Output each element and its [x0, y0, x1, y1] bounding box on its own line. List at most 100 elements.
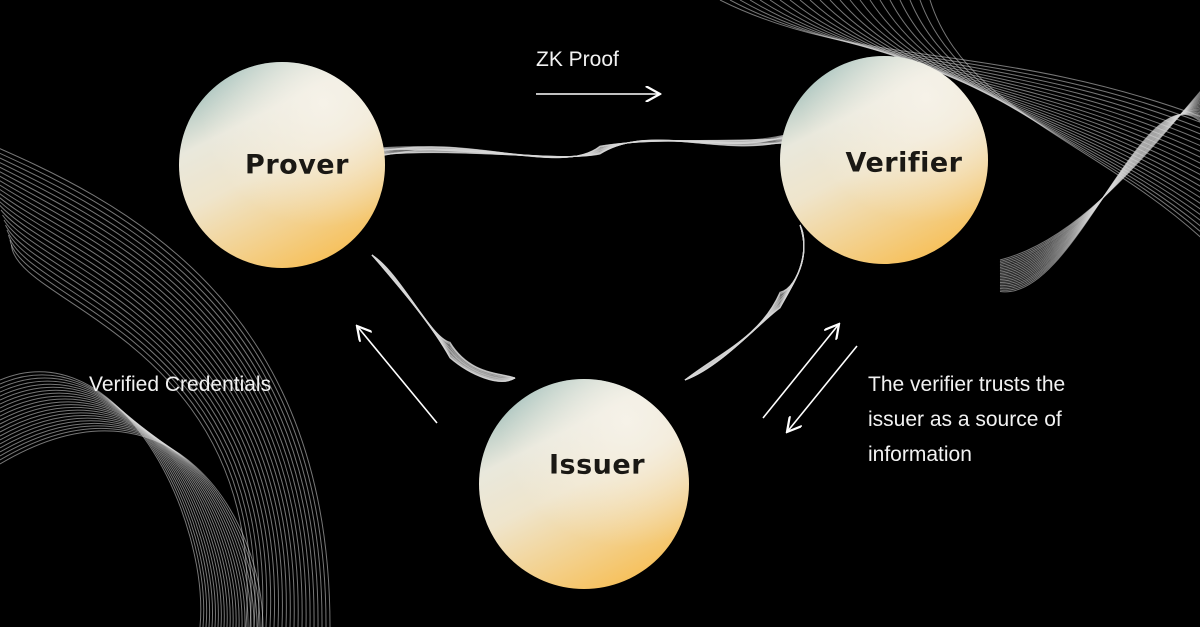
wave-line	[684, 224, 805, 381]
wave-line	[0, 415, 246, 627]
wave-line	[0, 395, 225, 627]
wave-line	[371, 254, 516, 379]
wave-line	[371, 254, 516, 380]
wave-line	[684, 224, 805, 381]
wave-line	[684, 224, 805, 381]
wave-line	[379, 140, 786, 158]
wave-line	[0, 417, 249, 627]
wave-line	[799, 0, 1200, 164]
wave-line	[684, 224, 805, 381]
wave-line	[684, 224, 805, 381]
wave-line	[0, 188, 295, 627]
wave-line	[999, 113, 1200, 293]
wave-line	[999, 112, 1200, 287]
credentials-arrow	[357, 326, 438, 424]
wave-line	[684, 224, 805, 381]
wave-line	[371, 254, 516, 379]
wave-line	[371, 254, 516, 381]
wave-line	[684, 224, 805, 381]
wave-line	[0, 157, 323, 627]
wave-line	[0, 374, 205, 627]
wave-line	[0, 148, 331, 627]
wave-line	[684, 224, 805, 381]
wave-line	[3, 219, 268, 627]
wave-line	[999, 92, 1200, 262]
prover-label: Prover	[245, 149, 349, 181]
wave-line	[999, 103, 1200, 274]
wave-line	[371, 254, 516, 379]
wave-line	[0, 204, 279, 627]
wave-line	[684, 224, 805, 381]
wave-line	[929, 0, 1200, 238]
wave-line	[371, 254, 516, 382]
wave-line	[371, 254, 516, 381]
wave-line	[371, 254, 516, 382]
wave-line	[0, 412, 243, 627]
wave-line	[371, 254, 516, 379]
wave-line	[0, 175, 307, 627]
wave-line	[0, 423, 255, 627]
wave-line	[8, 234, 256, 627]
wave-line	[371, 254, 516, 381]
wave-line	[0, 377, 208, 627]
wave-line	[0, 371, 202, 627]
wave-line	[0, 398, 228, 627]
wave-line	[0, 392, 222, 627]
wave-line	[684, 224, 805, 381]
wave-line	[379, 140, 786, 158]
wave-line	[2, 214, 272, 627]
wave-line	[371, 254, 516, 379]
wave-line	[371, 254, 516, 379]
arrows	[357, 94, 858, 432]
wave-line	[719, 0, 1200, 117]
wave-line	[0, 380, 211, 627]
wave-line	[0, 409, 240, 627]
wave-line	[0, 425, 258, 627]
wave-line	[684, 224, 805, 381]
wave-line	[371, 254, 516, 382]
wave-line	[0, 406, 237, 627]
wave-line	[684, 224, 805, 381]
wave-line	[371, 254, 516, 380]
wave-line	[379, 140, 786, 159]
wave-line	[0, 193, 291, 627]
wave-line	[379, 134, 786, 158]
wave-line	[379, 139, 786, 158]
wave-line	[371, 254, 516, 379]
wave-line	[371, 254, 516, 381]
wave-line	[379, 138, 786, 158]
wave-line	[0, 389, 219, 627]
wave-line	[769, 0, 1200, 147]
trust-arrow-down	[787, 345, 858, 432]
wave-line	[0, 152, 327, 627]
trust-line-3: information	[868, 443, 972, 466]
wave-line	[759, 0, 1200, 141]
wave-line	[371, 254, 516, 379]
trust-arrow-up	[762, 324, 839, 419]
wave-line	[0, 180, 303, 627]
wave-line	[9, 239, 252, 627]
wave-line	[379, 140, 786, 158]
wave-line	[379, 135, 786, 158]
wave-line	[371, 254, 516, 379]
wave-line	[684, 224, 805, 381]
wave-line	[684, 224, 805, 381]
wave-line	[0, 404, 234, 627]
wave-line	[999, 90, 1200, 261]
wave-line	[684, 224, 805, 381]
wave-line	[684, 224, 805, 381]
wave-line	[0, 401, 231, 627]
wave-line	[749, 0, 1200, 135]
wave-line	[371, 254, 516, 382]
trust-line-2: issuer as a source of	[868, 408, 1062, 431]
wave-line	[371, 254, 516, 382]
wave-line	[379, 134, 786, 158]
trust-line-1: The verifier trusts the	[868, 373, 1066, 396]
wave-line	[684, 224, 805, 381]
wave-line	[0, 166, 315, 627]
wave-line	[371, 254, 516, 379]
prover-circle	[179, 62, 385, 268]
